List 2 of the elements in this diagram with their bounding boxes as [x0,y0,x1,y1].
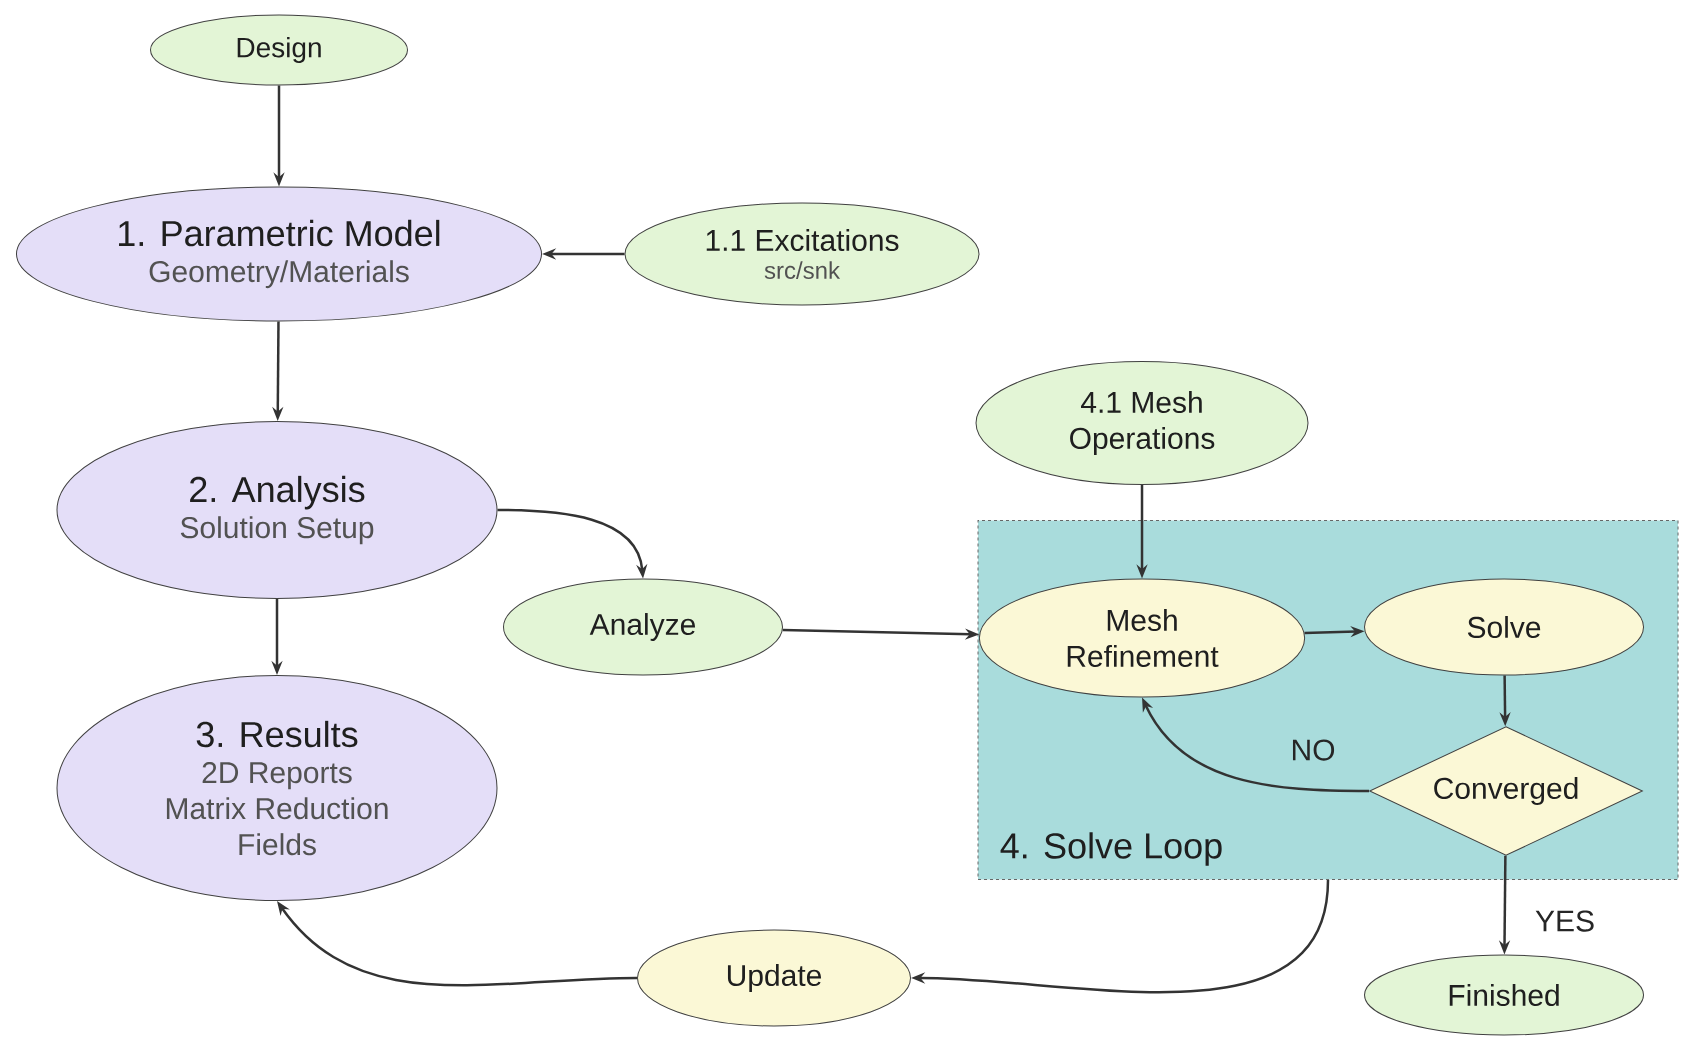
edge-label: NO [1293,739,1335,761]
edge-label: YES [1535,910,1594,932]
